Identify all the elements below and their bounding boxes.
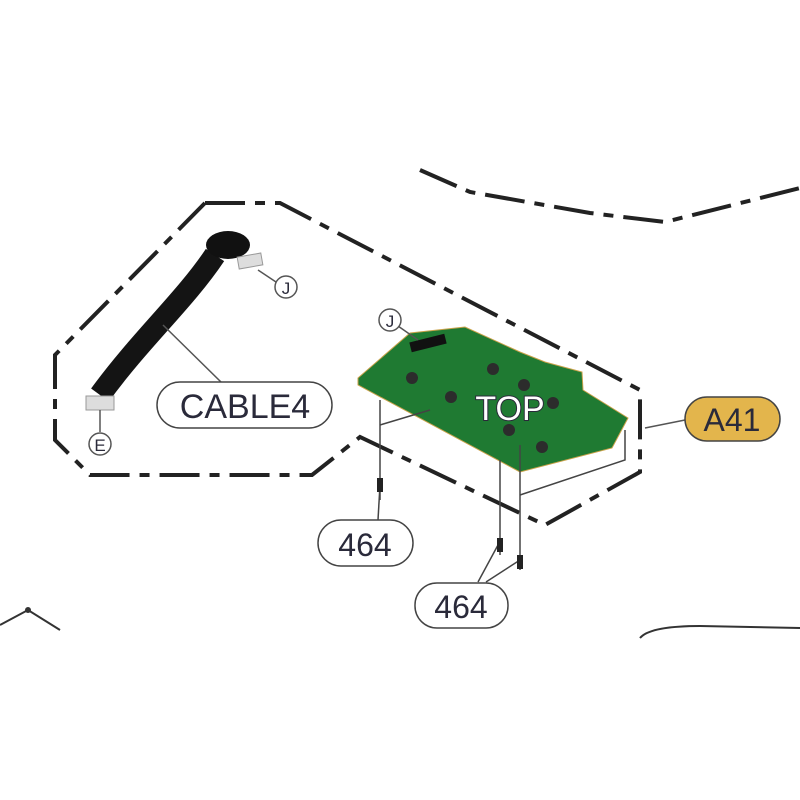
callout-label: CABLE4	[180, 388, 310, 426]
leader-line	[397, 325, 419, 341]
cable4	[91, 248, 225, 402]
screw-dot	[25, 607, 31, 613]
callout-cable4[interactable]: CABLE4	[156, 381, 333, 429]
connector-marker-j-cable: J	[274, 275, 298, 299]
leader-line	[644, 419, 686, 429]
cable-connector-j	[236, 252, 264, 270]
callout-464-left[interactable]: 464	[317, 519, 414, 567]
pcb-buttons	[406, 363, 559, 453]
board-top-label: TOP	[475, 390, 544, 428]
callout-label: A41	[704, 402, 761, 438]
connector-marker-j-board: J	[378, 308, 402, 332]
connector-label: E	[94, 436, 105, 455]
cable-ferrite	[206, 231, 250, 259]
leader-line	[257, 269, 277, 283]
callout-label: 464	[338, 527, 391, 563]
housing-outline	[419, 168, 800, 225]
callout-label: 464	[434, 589, 487, 625]
connector-marker-e: E	[88, 432, 112, 456]
control-pcb	[357, 326, 629, 473]
pcb-connector	[409, 333, 447, 353]
screw-464	[377, 478, 523, 569]
group-boundary	[53, 201, 642, 528]
adjacent-part-outline	[639, 624, 800, 639]
callout-464-right[interactable]: 464	[414, 582, 509, 629]
callout-a41[interactable]: A41	[684, 396, 781, 442]
adjacent-part-outline	[0, 608, 61, 631]
connector-label: J	[386, 312, 395, 331]
connector-label: J	[282, 279, 291, 298]
cable-connector-e	[85, 395, 115, 411]
leader-line	[162, 324, 223, 384]
